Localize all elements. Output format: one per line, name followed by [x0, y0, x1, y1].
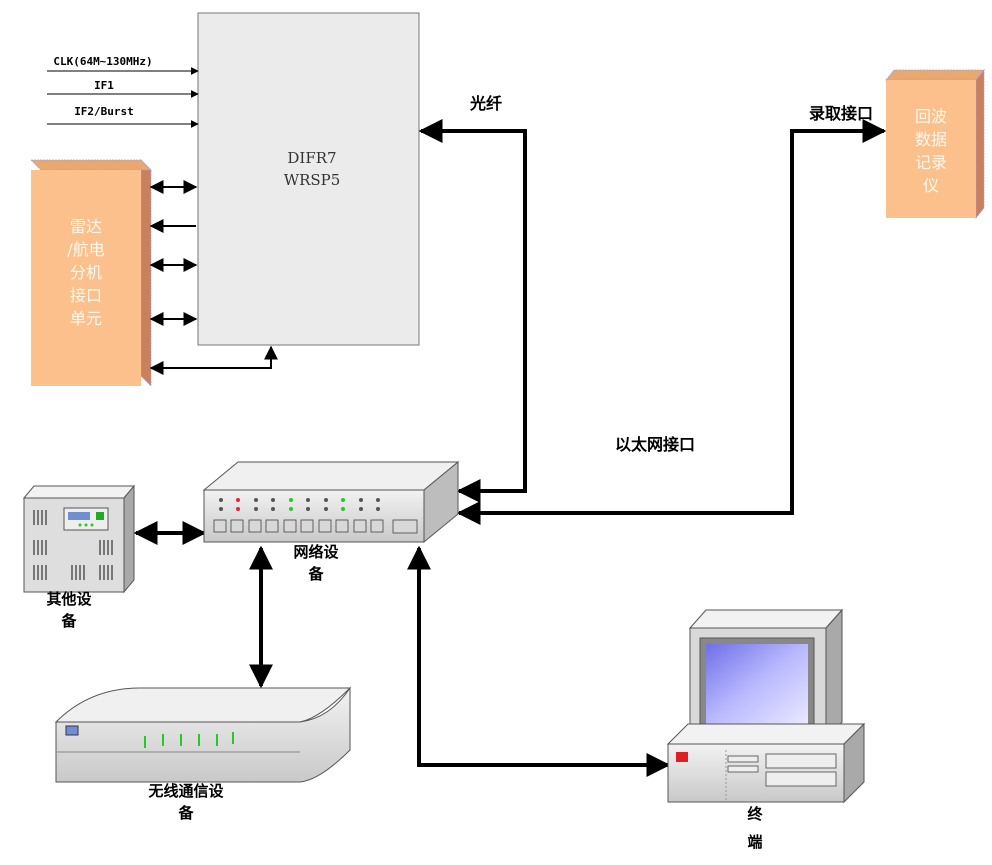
radar-unit-line4: 接口 [70, 286, 102, 305]
echo-data-recorder: 回波 数据 记录 仪 [885, 68, 985, 220]
other-device: 其他设 备 [22, 484, 136, 630]
clk-input-label: CLK(64M~130MHz) [53, 55, 152, 68]
ethernet-interface-label: 以太网接口 [615, 435, 695, 454]
if2-input-label: IF2/Burst [74, 105, 134, 118]
radar-unit-line2: /航电 [67, 240, 104, 259]
radar-unit-line1: 雷达 [70, 217, 102, 236]
radar-main-links [149, 180, 278, 375]
input-signals: CLK(64M~130MHz) IF1 IF2/Burst [47, 55, 199, 128]
record-interface-label: 录取接口 [809, 104, 873, 123]
network-device-label-line1: 网络设 [293, 543, 338, 561]
terminal-computer: 终 端 [666, 608, 866, 851]
wireless-device-label-line2: 备 [177, 804, 194, 822]
wireless-device-label-line1: 无线通信设 [147, 782, 223, 800]
network-device-label-line2: 备 [307, 565, 324, 583]
recorder-line1: 回波 [915, 107, 947, 126]
recorder-line2: 数据 [915, 130, 947, 149]
recorder-line4: 仪 [923, 176, 939, 195]
main-block-line2: WRSP5 [284, 171, 341, 189]
wireless-communication-device: 无线通信设 备 [54, 686, 352, 822]
recorder-line3: 记录 [915, 153, 947, 172]
terminal-label-line2: 端 [747, 833, 762, 851]
other-device-label-line2: 备 [60, 612, 77, 630]
fiber-label: 光纤 [469, 94, 502, 113]
if1-input-label: IF1 [94, 79, 114, 92]
switch-ports [213, 519, 418, 534]
terminal-label-line1: 终 [747, 805, 763, 823]
radar-interface-unit: 雷达 /航电 分机 接口 单元 [30, 159, 152, 387]
backbone-links [133, 119, 887, 777]
network-device: 网络设 备 [202, 460, 460, 583]
radar-unit-line3: 分机 [70, 263, 102, 282]
other-device-label-line1: 其他设 [46, 590, 91, 608]
main-block-line1: DIFR7 [287, 149, 336, 167]
switch-leds [219, 498, 380, 511]
radar-unit-line5: 单元 [70, 309, 102, 328]
main-processing-block: DIFR7 WRSP5 [197, 12, 420, 346]
